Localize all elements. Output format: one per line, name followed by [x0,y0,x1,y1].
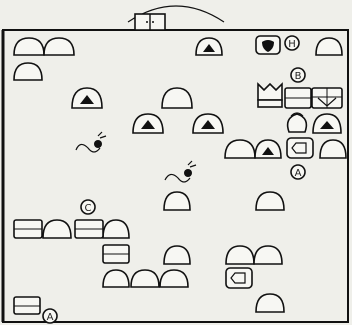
arrow-sign-icon[interactable] [226,268,252,288]
marker-h: H [285,36,299,50]
svg-text:H: H [288,39,296,50]
crown-icon[interactable] [258,84,282,107]
svg-text:C: C [85,203,92,214]
marker-a-mid: A [291,165,305,179]
svg-text:B: B [295,71,302,82]
gate-icon[interactable] [312,88,342,108]
marker-b: B [291,68,305,82]
shield-icon[interactable] [256,36,280,54]
bag-icon[interactable] [288,113,307,132]
snake-icon[interactable] [165,161,196,182]
marker-a-bottom: A [43,309,57,323]
snake-icon[interactable] [76,132,106,152]
arrow-sign-icon[interactable] [287,138,313,158]
svg-text:A: A [295,168,302,179]
marker-c: C [81,200,95,214]
svg-text:A: A [47,312,54,323]
double-door-icon[interactable] [135,14,165,30]
